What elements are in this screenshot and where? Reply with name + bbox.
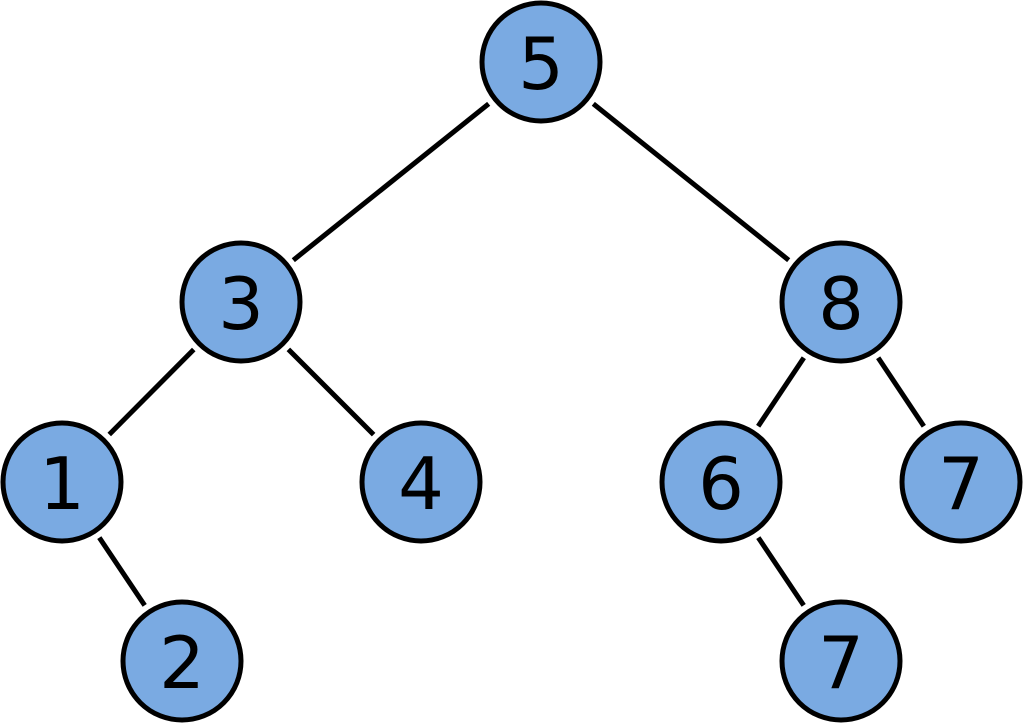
node-label: 8 xyxy=(818,262,864,346)
node-label: 5 xyxy=(518,22,564,106)
node-circle xyxy=(479,0,603,124)
node-circle xyxy=(779,599,903,723)
node-circle xyxy=(359,420,483,544)
edge-n8-n7a xyxy=(876,356,926,428)
node-circle xyxy=(659,420,783,544)
tree-node-n7a: 7 xyxy=(899,420,1023,544)
node-circle xyxy=(899,420,1023,544)
node-circle xyxy=(179,240,303,364)
edge-n5-n8 xyxy=(591,101,791,263)
tree-node-n4: 4 xyxy=(359,420,483,544)
node-label: 7 xyxy=(938,442,984,526)
tree-node-n7b: 7 xyxy=(779,599,903,723)
tree-node-n1: 1 xyxy=(0,420,124,544)
edge-n8-n6 xyxy=(756,356,806,428)
edges-layer xyxy=(97,101,926,607)
node-label: 4 xyxy=(398,442,444,526)
node-circle xyxy=(0,420,124,544)
tree-node-n8: 8 xyxy=(779,240,903,364)
edge-n5-n3 xyxy=(291,101,491,263)
tree-node-n6: 6 xyxy=(659,420,783,544)
tree-node-n5: 5 xyxy=(479,0,603,124)
node-label: 2 xyxy=(159,621,205,705)
edge-n6-n7b xyxy=(756,536,806,607)
edge-n3-n4 xyxy=(286,347,376,437)
node-label: 6 xyxy=(698,442,744,526)
tree-node-n2: 2 xyxy=(120,599,244,723)
node-circle xyxy=(779,240,903,364)
node-label: 3 xyxy=(218,262,264,346)
node-label: 7 xyxy=(818,621,864,705)
node-circle xyxy=(120,599,244,723)
edge-n1-n2 xyxy=(97,536,147,607)
node-label: 1 xyxy=(39,442,85,526)
tree-node-n3: 3 xyxy=(179,240,303,364)
edge-n3-n1 xyxy=(107,347,196,437)
